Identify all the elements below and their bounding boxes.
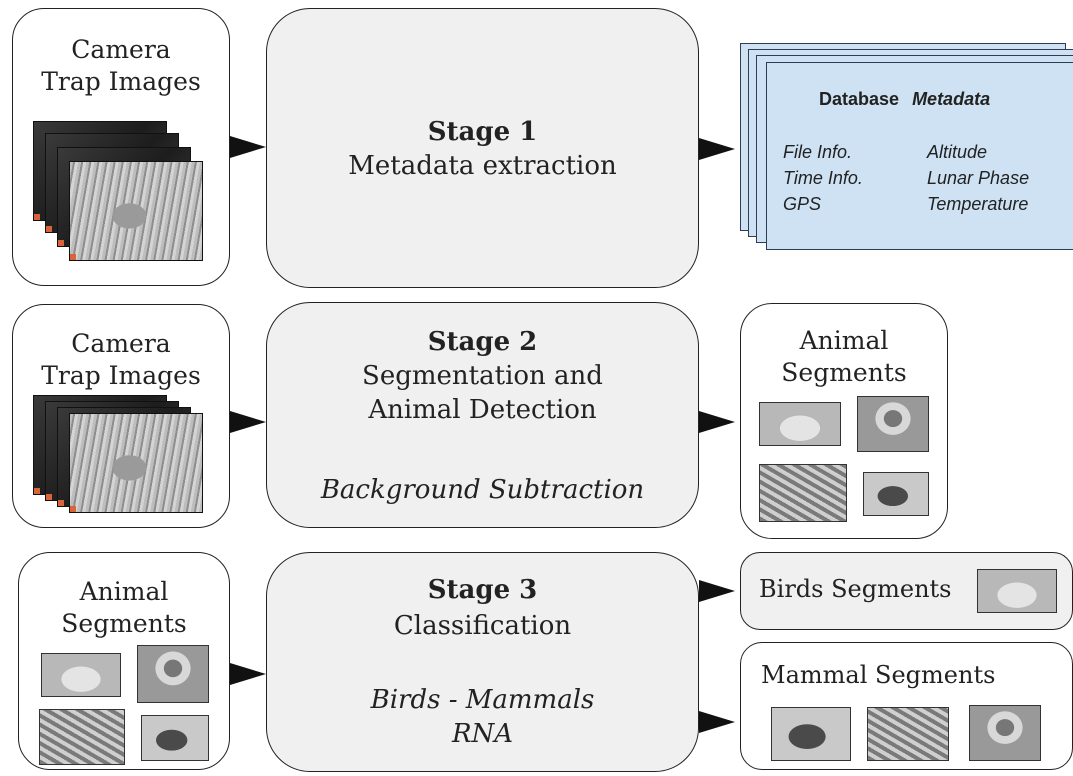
stage-method-line2: RNA — [451, 719, 514, 749]
camera-trap-input-box-2: Camera Trap Images — [12, 304, 230, 528]
metadata-field: Altitude — [927, 142, 988, 162]
input-label-line2: Trap Images — [41, 361, 201, 390]
bird-segment-thumbnail — [977, 569, 1057, 613]
arrow-right — [230, 136, 266, 158]
metadata-field: Time Info. — [783, 168, 863, 188]
birds-segments-label: Birds Segments — [759, 575, 952, 603]
input-label-line1: Camera — [71, 35, 171, 64]
arrow-right — [699, 711, 735, 733]
camera-trap-photo — [69, 413, 203, 513]
metadata-field: File Info. — [783, 142, 853, 162]
mammal-segment-thumbnail — [857, 396, 929, 452]
bird-segment-thumbnail — [759, 402, 841, 446]
mammal-segment-thumbnail — [863, 472, 929, 516]
metadata-fields-left: File Info. Time Info. GPS — [783, 139, 863, 217]
arrow-right — [699, 138, 735, 160]
input-label-line2: Segments — [61, 609, 187, 638]
stage-2-box: Stage 2 Segmentation and Animal Detectio… — [266, 302, 699, 528]
stage-title: Stage 3 — [427, 575, 538, 605]
mammal-segment-thumbnail — [39, 709, 125, 765]
stage-line2: Animal Detection — [368, 395, 597, 425]
output-label-line2: Segments — [781, 358, 907, 387]
input-label-line2: Trap Images — [41, 67, 201, 96]
metadata-field: Lunar Phase — [927, 168, 1030, 188]
camera-trap-photo — [69, 161, 203, 261]
stage-title: Stage 2 — [427, 327, 538, 357]
stage-method-line1: Birds - Mammals — [370, 685, 595, 715]
arrow-right — [230, 663, 266, 685]
database-card: Database Metadata File Info. Time Info. … — [766, 62, 1073, 250]
arrow-right — [699, 411, 735, 433]
stage-title: Stage 1 — [427, 117, 538, 147]
mammal-segment-thumbnail — [867, 707, 949, 761]
mammal-segments-label: Mammal Segments — [761, 661, 996, 689]
output-label-line1: Animal — [799, 326, 889, 355]
input-label-line1: Camera — [71, 329, 171, 358]
stage-line1: Segmentation and — [362, 361, 603, 391]
stage-subtitle: Metadata extraction — [348, 151, 617, 181]
database-label: Database — [819, 89, 900, 109]
metadata-label: Metadata — [912, 89, 991, 109]
mammal-segment-thumbnail — [141, 715, 209, 761]
metadata-field: GPS — [783, 194, 822, 214]
database-title: Database Metadata — [819, 89, 990, 110]
metadata-field: Temperature — [927, 194, 1029, 214]
stage-method: Background Subtraction — [320, 475, 645, 505]
mammal-segment-thumbnail — [137, 645, 209, 703]
bird-segment-thumbnail — [41, 653, 121, 697]
stage-1-box: Stage 1 Metadata extraction — [266, 8, 699, 288]
mammal-segment-thumbnail — [759, 464, 847, 522]
metadata-fields-right: Altitude Lunar Phase Temperature — [927, 139, 1029, 217]
animal-segments-output-box: Animal Segments — [740, 303, 948, 539]
input-label-line1: Animal — [79, 577, 169, 606]
mammal-segments-output-box: Mammal Segments — [740, 642, 1073, 770]
animal-segments-input-box: Animal Segments — [18, 552, 230, 770]
mammal-segment-thumbnail — [771, 707, 851, 761]
stage-3-box: Stage 3 Classification Birds - Mammals R… — [266, 552, 699, 772]
arrow-right — [230, 411, 266, 433]
arrow-right — [699, 580, 735, 602]
birds-segments-output-box: Birds Segments — [740, 552, 1073, 630]
mammal-segment-thumbnail — [969, 705, 1041, 761]
stage-subtitle: Classification — [393, 611, 572, 641]
camera-trap-input-box-1: Camera Trap Images — [12, 8, 230, 286]
